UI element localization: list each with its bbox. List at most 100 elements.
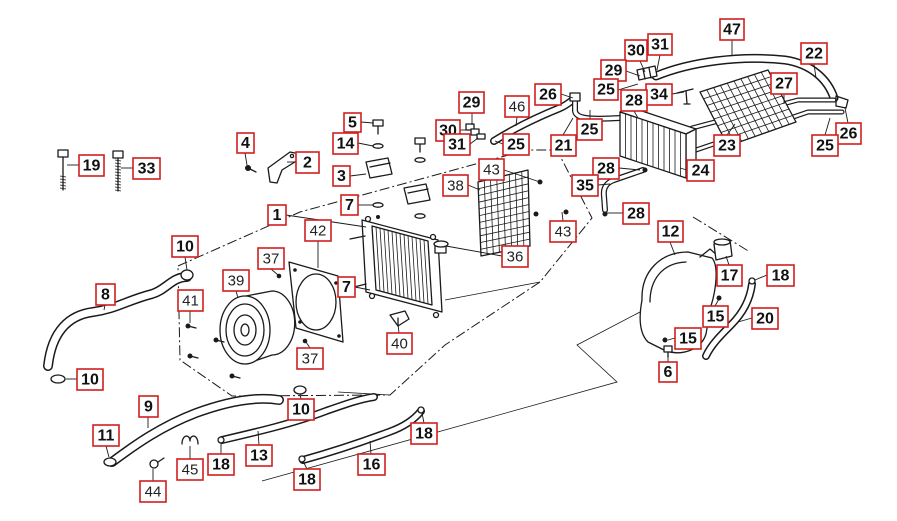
callout-number: 11 (98, 428, 115, 445)
radiator-fin (411, 236, 417, 301)
callout-26: 26 (835, 122, 862, 145)
callout-box (658, 361, 678, 383)
callout-box (78, 154, 105, 177)
callout-box (766, 264, 795, 287)
callout-41: 41 (177, 289, 204, 312)
thread-line (114, 180, 122, 183)
callout-34: 34 (645, 83, 673, 106)
callout-box (257, 247, 285, 270)
mesh-line (713, 95, 783, 120)
radiator-fin (403, 234, 409, 299)
thread-line (59, 184, 67, 187)
leader-line (597, 183, 611, 186)
callout-number: 15 (707, 309, 725, 326)
leader-line (244, 152, 248, 166)
mesh-line (502, 175, 506, 252)
callout-box (132, 157, 161, 180)
callout-43: 43 (478, 158, 505, 181)
callout-14: 14 (332, 132, 359, 155)
callout-number: 43 (483, 162, 500, 179)
mesh-line (706, 82, 776, 106)
callout-box (647, 33, 673, 56)
cap-17 (713, 238, 733, 261)
radiator-fin (415, 237, 421, 302)
thread-line (59, 178, 67, 181)
callout-7: 7 (340, 194, 359, 216)
callout-number: 2 (303, 155, 312, 172)
leader-line (354, 286, 371, 291)
hose-13 (218, 393, 378, 444)
leader-line (235, 290, 239, 299)
callout-number: 43 (555, 224, 572, 241)
callout-number: 46 (509, 99, 526, 116)
callout-box (76, 368, 104, 391)
leader-line (714, 298, 720, 307)
callout-box (811, 134, 839, 157)
leader-line (305, 341, 311, 349)
callout-box (267, 204, 287, 226)
leader-line (639, 60, 646, 73)
callout-40: 40 (386, 332, 413, 355)
callout-box (410, 422, 438, 445)
callout-37: 37 (296, 347, 324, 370)
radiator-fin (423, 239, 429, 304)
thread-line (59, 175, 67, 178)
mesh-line (515, 172, 519, 249)
leader-line (357, 142, 374, 147)
callout-number: 27 (775, 76, 793, 93)
callout-number: 23 (718, 138, 736, 155)
thread-line (114, 171, 122, 174)
mesh-line (478, 190, 529, 203)
callout-box (702, 305, 729, 328)
leader-line (469, 137, 479, 145)
callout-13: 13 (245, 444, 273, 467)
mesh-line (479, 204, 529, 217)
rubber-mount-40 (389, 310, 410, 327)
callout-44: 44 (139, 480, 167, 503)
leader-line (618, 167, 641, 171)
thread-line (59, 187, 67, 190)
callout-number: 18 (298, 472, 316, 489)
bolt-33 (112, 150, 124, 192)
leader-line (184, 256, 188, 271)
mesh-line (478, 176, 529, 190)
callout-box (340, 194, 359, 216)
callout-number: 31 (448, 137, 466, 154)
callout-number: 8 (101, 287, 110, 304)
mesh-line (508, 174, 513, 250)
callout-number: 42 (310, 223, 327, 240)
leader-line (617, 83, 639, 91)
bolts-43 (533, 179, 569, 217)
callout-number: 40 (391, 336, 408, 353)
callout-21: 21 (550, 134, 577, 157)
callout-23: 23 (713, 134, 741, 157)
callout-number: 18 (415, 426, 433, 443)
callout-box (502, 133, 530, 156)
leader-line (667, 337, 676, 341)
callout-number: 28 (597, 161, 615, 178)
callout-number: 26 (840, 126, 858, 143)
leader-line (562, 117, 574, 136)
callout-box (357, 453, 386, 476)
thread-line (114, 177, 122, 180)
radiator (349, 215, 449, 319)
screw-4 (245, 165, 257, 173)
mesh-line (479, 211, 530, 223)
callout-number: 9 (144, 399, 153, 416)
callout-30: 30 (624, 39, 648, 62)
thread-line (114, 189, 122, 192)
callout-box (571, 174, 599, 197)
hose-8 (43, 272, 192, 371)
mesh-line (717, 102, 786, 127)
callout-box (576, 118, 603, 141)
callout-25: 25 (811, 134, 839, 157)
bolt-19 (57, 149, 69, 191)
callout-number: 45 (182, 462, 199, 479)
radiator-fin (391, 231, 397, 296)
callout-box (177, 289, 204, 312)
callout-33: 33 (132, 157, 161, 180)
fan-shroud (288, 261, 344, 343)
leader-line (561, 211, 564, 222)
clip-45 (181, 435, 199, 445)
callout-46: 46 (504, 95, 530, 118)
